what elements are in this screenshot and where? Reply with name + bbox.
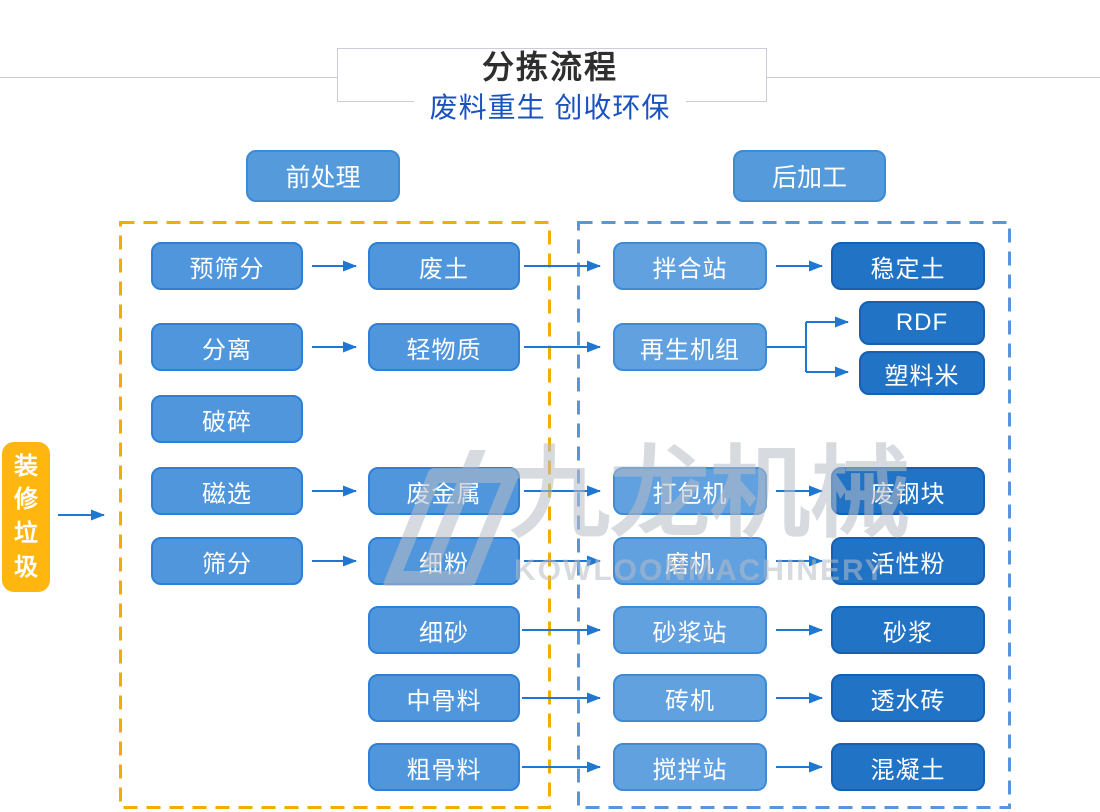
source-label: 装修垃圾 bbox=[14, 452, 38, 581]
node-batching-station: 搅拌站 bbox=[613, 743, 767, 791]
node-magnetic-separation: 磁选 bbox=[151, 467, 303, 515]
node-light-material: 轻物质 bbox=[368, 323, 520, 371]
pre-processing-dashed-frame bbox=[119, 221, 551, 809]
node-mortar-station: 砂浆站 bbox=[613, 606, 767, 654]
node-scrap-steel-block: 废钢块 bbox=[831, 467, 985, 515]
flow-arrows bbox=[58, 260, 849, 773]
branch-recycling-unit bbox=[766, 322, 807, 372]
node-stabilized-soil: 稳定土 bbox=[831, 242, 985, 290]
node-recycling-unit: 再生机组 bbox=[613, 323, 767, 371]
page-subtitle: 废料重生 创收环保 bbox=[413, 86, 687, 126]
node-mortar: 砂浆 bbox=[831, 606, 985, 654]
node-scrap-metal: 废金属 bbox=[368, 467, 520, 515]
group-label-pre-processing: 前处理 bbox=[246, 150, 400, 202]
node-crushing: 破碎 bbox=[151, 395, 303, 443]
node-baler: 打包机 bbox=[613, 467, 767, 515]
node-mill: 磨机 bbox=[613, 537, 767, 585]
node-coarse-aggregate: 粗骨料 bbox=[368, 743, 520, 791]
node-pre-screening: 预筛分 bbox=[151, 242, 303, 290]
node-mixing-station: 拌合站 bbox=[613, 242, 767, 290]
node-brick-machine: 砖机 bbox=[613, 674, 767, 722]
group-label-post-processing: 后加工 bbox=[733, 150, 886, 202]
source-renovation-waste: 装修垃圾 bbox=[2, 442, 50, 592]
page-title: 分拣流程 bbox=[481, 49, 618, 85]
node-fine-powder: 细粉 bbox=[368, 537, 520, 585]
node-screening: 筛分 bbox=[151, 537, 303, 585]
post-processing-dashed-frame bbox=[577, 221, 1011, 809]
node-concrete: 混凝土 bbox=[831, 743, 985, 791]
node-waste-soil: 废土 bbox=[368, 242, 520, 290]
node-separation: 分离 bbox=[151, 323, 303, 371]
node-active-powder: 活性粉 bbox=[831, 537, 985, 585]
node-plastic-pellets: 塑料米 bbox=[859, 351, 985, 395]
node-rdf: RDF bbox=[859, 301, 985, 345]
subtitle-wrap: 废料重生 创收环保 bbox=[0, 86, 1100, 126]
node-permeable-brick: 透水砖 bbox=[831, 674, 985, 722]
node-fine-sand: 细砂 bbox=[368, 606, 520, 654]
node-medium-aggregate: 中骨料 bbox=[368, 674, 520, 722]
